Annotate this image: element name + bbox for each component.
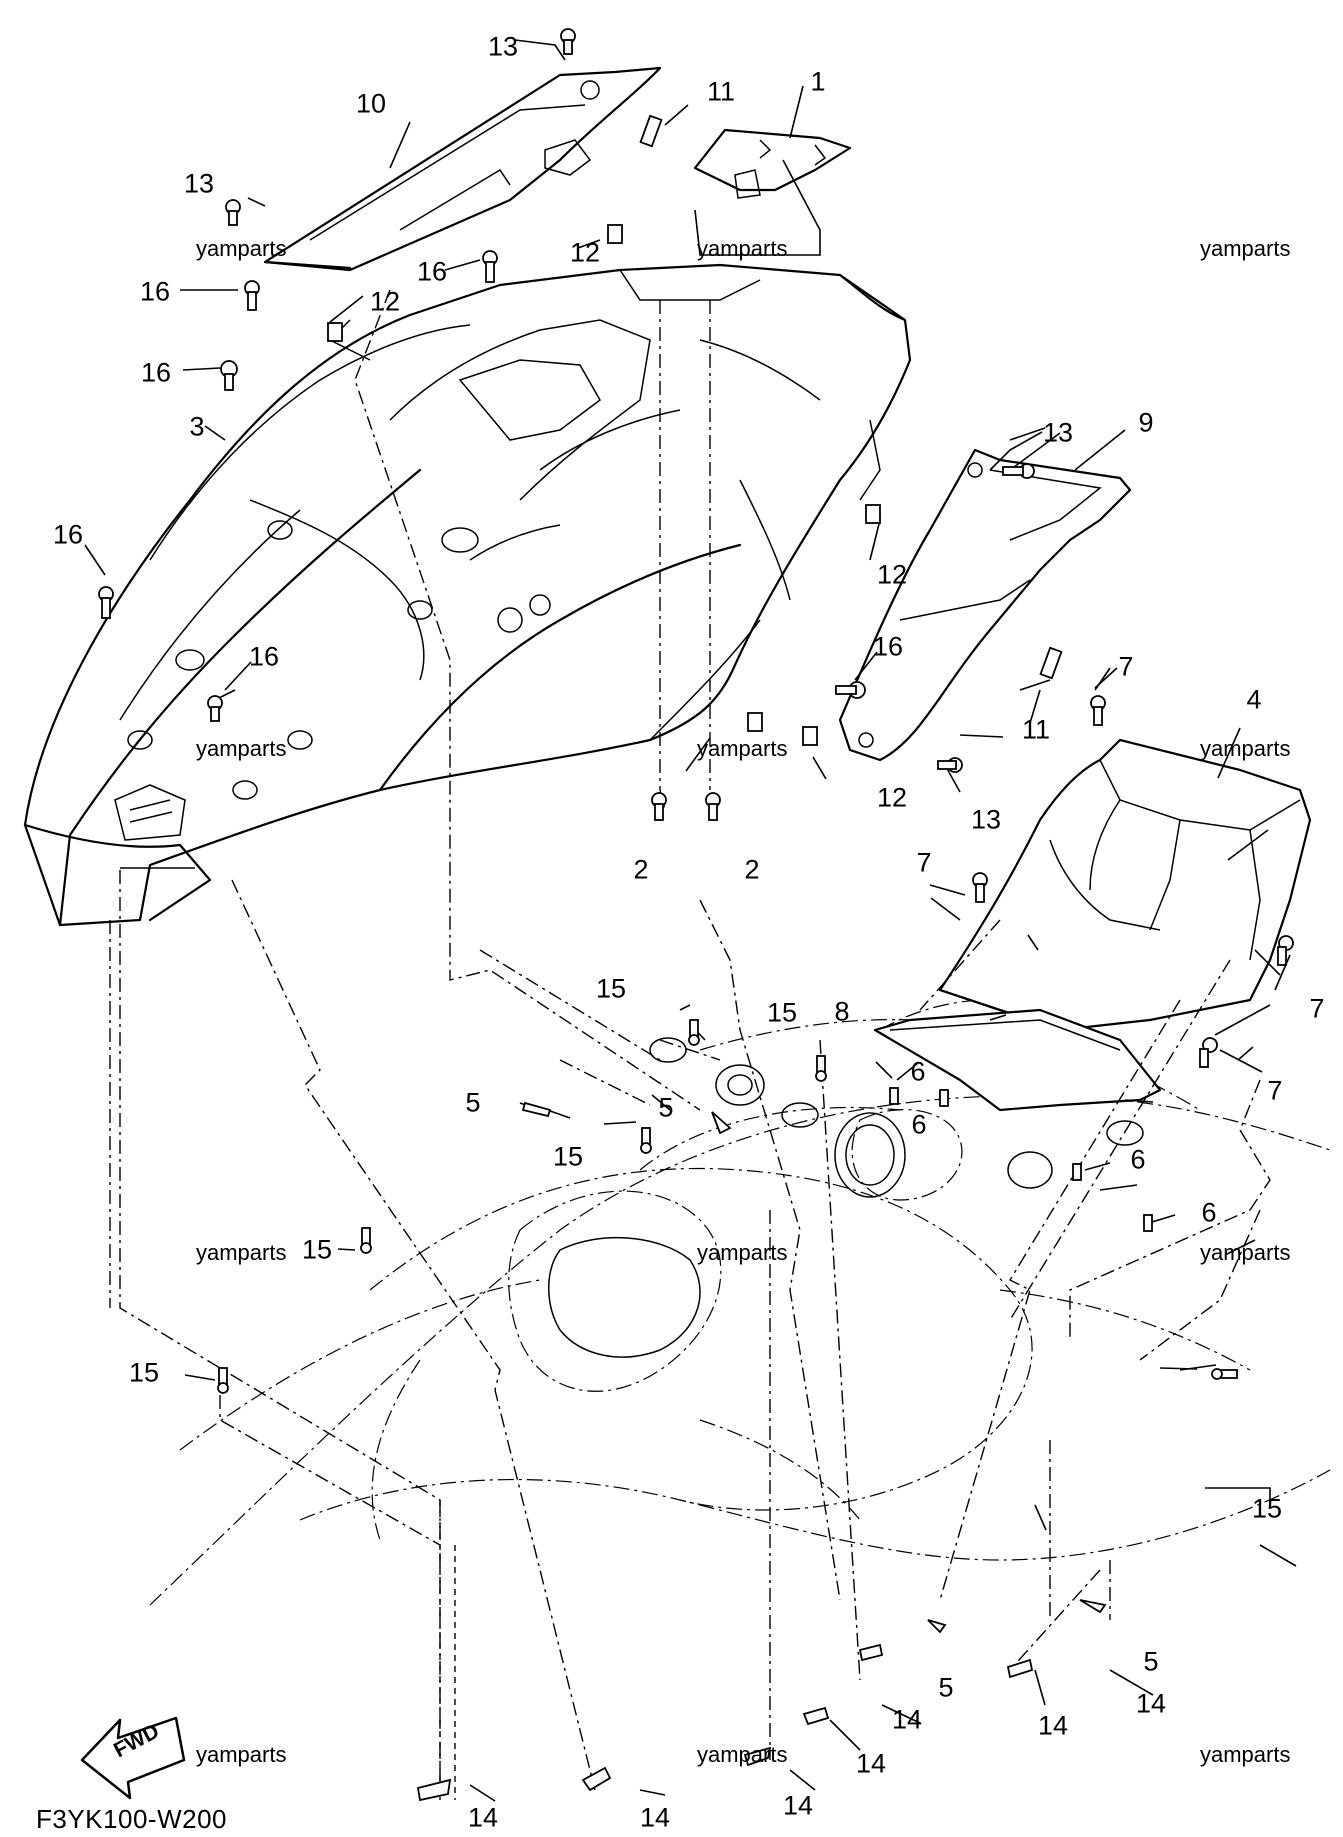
callout-14: 14 [467,1802,499,1833]
callout-15: 15 [128,1357,160,1388]
callout-6: 6 [1201,1197,1217,1228]
hull-outline [149,998,1331,1606]
watermark: yamparts [196,236,287,261]
callout-15: 15 [301,1234,333,1265]
callout-6: 6 [1130,1144,1146,1175]
callout-14: 14 [891,1704,923,1735]
callout-8: 8 [834,996,850,1027]
part-10-top-cap [263,66,662,272]
callout-9: 9 [1138,407,1154,438]
part-1-bracket [693,128,852,199]
fwd-arrow-icon [80,1716,186,1800]
callout-11: 11 [1021,714,1051,745]
callout-12: 12 [369,286,401,317]
callout-4: 4 [1246,684,1262,715]
callout-16: 16 [872,631,904,662]
callout-7: 7 [1118,651,1134,682]
callout-13: 13 [183,168,215,199]
part-8-plate [873,1008,1162,1112]
callout-1: 1 [810,66,826,97]
callout-14: 14 [1135,1688,1167,1719]
callout-5: 5 [938,1672,954,1703]
callout-14: 14 [782,1790,814,1821]
watermark: yamparts [697,1240,788,1265]
watermark: yamparts [196,736,287,761]
callout-13: 13 [970,804,1002,835]
watermark: yamparts [1200,1240,1291,1265]
callout-16: 16 [140,357,172,388]
callout-16: 16 [416,256,448,287]
watermark: yamparts [1200,1742,1291,1767]
callout-15: 15 [1251,1493,1283,1524]
callout-12: 12 [569,237,601,268]
diagram-code: F3YK100-W200 [36,1804,227,1834]
extra-leaders [896,727,1291,1223]
callout-2: 2 [744,854,760,885]
callout-15: 15 [552,1141,584,1172]
callout-16: 16 [52,519,84,550]
watermark: yamparts [697,236,788,261]
watermark: yamparts [196,1742,287,1767]
alignment-lines [109,289,1271,1800]
callout-7: 7 [916,847,932,878]
watermark: yamparts [697,1742,788,1767]
callout-3: 3 [189,411,205,442]
callout-5: 5 [658,1092,674,1123]
watermark: yamparts [196,1240,287,1265]
callout-14: 14 [855,1748,887,1779]
part-3-rear-cover [23,263,912,927]
callout-12: 12 [876,559,908,590]
callout-13: 13 [1042,417,1074,448]
callout-5: 5 [465,1087,481,1118]
callout-11: 11 [706,76,736,107]
callout-6: 6 [911,1109,927,1140]
callout-2: 2 [633,854,649,885]
part-9-side-panel [838,448,1132,762]
callout-16: 16 [139,276,171,307]
callout-5: 5 [1143,1646,1159,1677]
callout-13: 13 [487,31,519,62]
callout-15: 15 [766,997,798,1028]
fasteners [98,28,1294,1802]
part-4-right-cowl [938,738,1312,1032]
callout-7: 7 [1309,993,1325,1024]
callout-15: 15 [595,973,627,1004]
watermark: yamparts [1200,736,1291,761]
callout-12: 12 [876,782,908,813]
watermark: yamparts [697,736,788,761]
callout-14: 14 [1037,1710,1069,1741]
watermark: yamparts [1200,236,1291,261]
callout-10: 10 [355,88,387,119]
callout-16: 16 [248,641,280,672]
callout-7: 7 [1267,1075,1283,1106]
callout-14: 14 [639,1802,671,1833]
callout-6: 6 [910,1056,926,1087]
